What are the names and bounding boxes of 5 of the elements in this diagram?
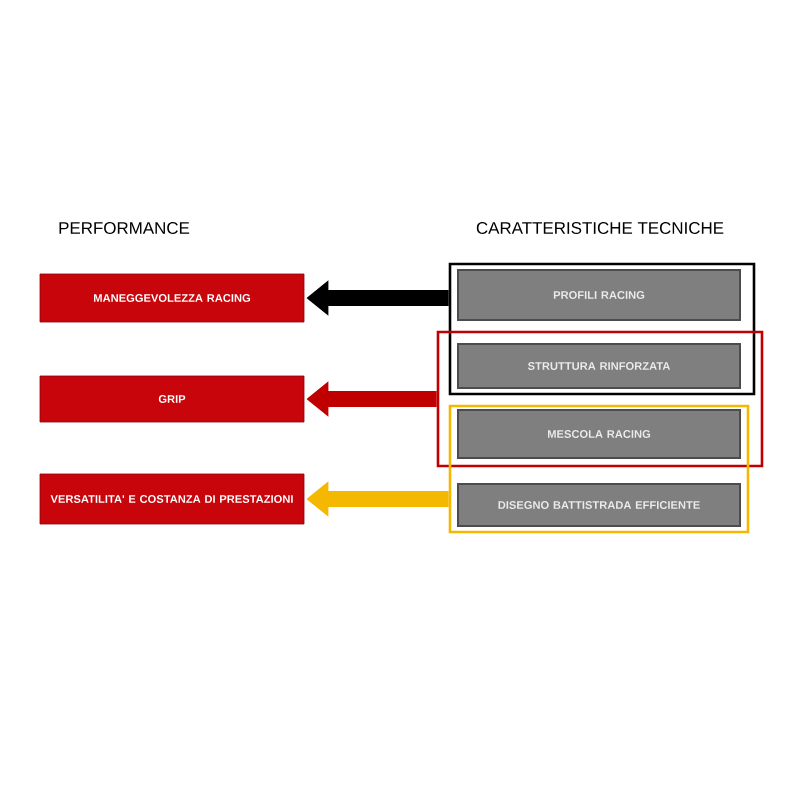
group-frame xyxy=(448,262,756,396)
column-heading: CARATTERISTICHE TECNICHE xyxy=(476,222,724,234)
column-heading: PERFORMANCE xyxy=(59,222,190,234)
group-frame xyxy=(448,404,750,534)
group-frame xyxy=(436,330,764,468)
